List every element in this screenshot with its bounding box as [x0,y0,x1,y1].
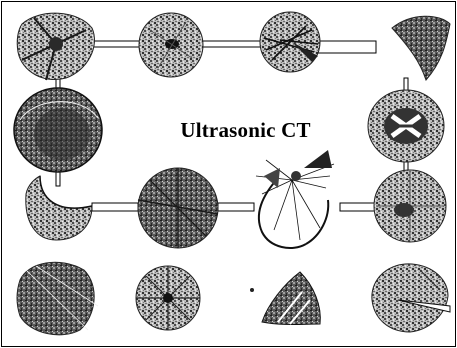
connector-r1-23 [196,41,268,47]
page-title: Ultrasonic CT [0,118,457,143]
partial-crescent-row1-col4 [392,16,450,80]
connector-r3-23 [218,203,254,211]
cross-section-row3-col2 [138,168,218,248]
cross-section-row4-col2 [136,266,200,330]
connector-r1-34 [312,41,376,53]
partial-sliver-row4-col3 [250,272,320,325]
cross-section-row3-col4 [374,170,446,242]
connector-r1-12 [93,41,145,47]
connector-r3-12 [92,203,138,211]
cross-section-row1-col1 [17,13,94,80]
cross-section-row1-col3 [260,12,320,72]
cross-section-row1-col2 [139,13,203,77]
cross-section-row4-col4 [372,264,450,332]
cross-section-row4-col1 [17,262,98,335]
ray-fan-row3-col3 [256,150,334,248]
connector-r3-34 [340,203,376,211]
